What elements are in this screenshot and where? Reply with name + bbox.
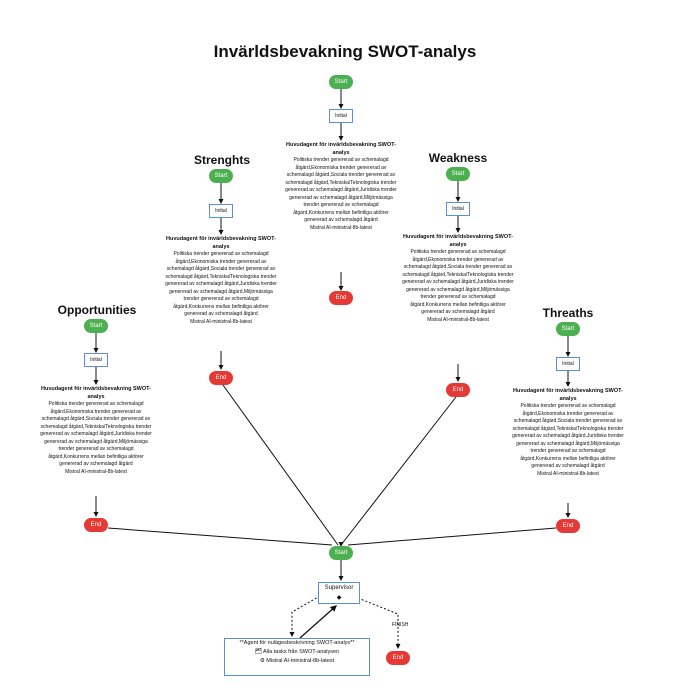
threaths-start-node[interactable]: Start <box>556 322 580 336</box>
center-start-node[interactable]: Start <box>329 75 353 89</box>
agent-box-title: **Agent för nulägesbeskrivning SWOT-anal… <box>239 640 355 646</box>
strenghts-start-node[interactable]: Start <box>209 169 233 183</box>
strenghts-end-node[interactable]: End <box>209 371 233 385</box>
section-title-weakness: Weakness <box>428 151 488 165</box>
agent-model: Mistral AI-ministral-8b-latest <box>310 224 372 231</box>
agent-body: Politiska trender genererad av schemalag… <box>285 157 397 223</box>
threaths-agent-text: Huvudagent för invärldsbevakning SWOT-an… <box>510 388 626 478</box>
edge-supervisor-finish <box>357 597 401 649</box>
center-end-node[interactable]: End <box>329 291 353 305</box>
section-title-opportunities: Opportunities <box>57 303 137 317</box>
opportunities-end-node[interactable]: End <box>84 518 108 532</box>
edge-threaths-end-merge <box>347 527 557 546</box>
edge-agent-supervisor <box>299 605 337 639</box>
center-agent-text: Huvudagent för invärldsbevakning SWOT-an… <box>283 142 399 232</box>
bottom-start-node[interactable]: Start <box>329 546 353 560</box>
weakness-start-node[interactable]: Start <box>446 167 470 181</box>
strenghts-agent-text: Huvudagent för invärldsbevakning SWOT-an… <box>163 236 279 326</box>
opportunities-agent-text: Huvudagent för invärldsbevakning SWOT-an… <box>38 386 154 476</box>
weakness-initial-node[interactable]: Initial <box>446 202 470 216</box>
opportunities-initial-node[interactable]: Initial <box>84 353 108 367</box>
center-initial-node[interactable]: Initial <box>329 109 353 123</box>
agent-model: Mistral AI-ministral-8b-latest <box>190 318 252 325</box>
agent-box-item2: ⚙ Mistral AI-ministral-8b-latest <box>259 658 335 664</box>
diamond-icon: ◆ <box>336 595 342 601</box>
agent-model: Mistral AI-ministral-8b-latest <box>65 468 127 475</box>
edge-weakness-end-merge <box>340 396 457 546</box>
threaths-initial-node[interactable]: Initial <box>556 357 580 371</box>
agent-model: Mistral AI-ministral-8b-latest <box>537 470 599 477</box>
supervisor-label: Supervisor <box>324 585 354 591</box>
weakness-agent-text: Huvudagent för invärldsbevakning SWOT-an… <box>400 234 516 324</box>
agent-body: Politiska trender genererad av schemalag… <box>165 251 277 317</box>
edge-strenghts-end-merge <box>222 384 339 546</box>
section-title-strenghts: Strenghts <box>193 153 250 167</box>
weakness-end-node[interactable]: End <box>446 383 470 397</box>
agent-head: Huvudagent för invärldsbevakning SWOT-an… <box>512 388 623 402</box>
agent-head: Huvudagent för invärldsbevakning SWOT-an… <box>285 142 396 156</box>
opportunities-start-node[interactable]: Start <box>84 319 108 333</box>
bottom-end-node[interactable]: End <box>386 651 410 665</box>
edge-supervisor-agent <box>289 595 321 637</box>
edge-opportunities-end-merge <box>107 527 333 546</box>
agent-head: Huvudagent för invärldsbevakning SWOT-an… <box>402 234 513 248</box>
agent-model: Mistral AI-ministral-8b-latest <box>427 316 489 323</box>
agent-body: Politiska trender genererad av schemalag… <box>40 401 152 467</box>
agent-box-item1: 🗂 Alla tasks från SWOT-analysen <box>254 649 340 655</box>
section-title-threaths: Threaths <box>542 306 594 320</box>
threaths-end-node[interactable]: End <box>556 519 580 533</box>
agent-head: Huvudagent för invärldsbevakning SWOT-an… <box>40 386 151 400</box>
agent-head: Huvudagent för invärldsbevakning SWOT-an… <box>165 236 276 250</box>
nulage-agent-node[interactable]: **Agent för nulägesbeskrivning SWOT-anal… <box>224 638 370 676</box>
finish-label: FINISH <box>392 622 409 628</box>
page-title: Invärldsbevakning SWOT-analys <box>213 42 477 61</box>
agent-body: Politiska trender genererad av schemalag… <box>512 403 624 469</box>
supervisor-node[interactable]: Supervisor ◆ <box>318 582 360 604</box>
strenghts-initial-node[interactable]: Initial <box>209 204 233 218</box>
agent-body: Politiska trender genererad av schemalag… <box>402 249 514 315</box>
